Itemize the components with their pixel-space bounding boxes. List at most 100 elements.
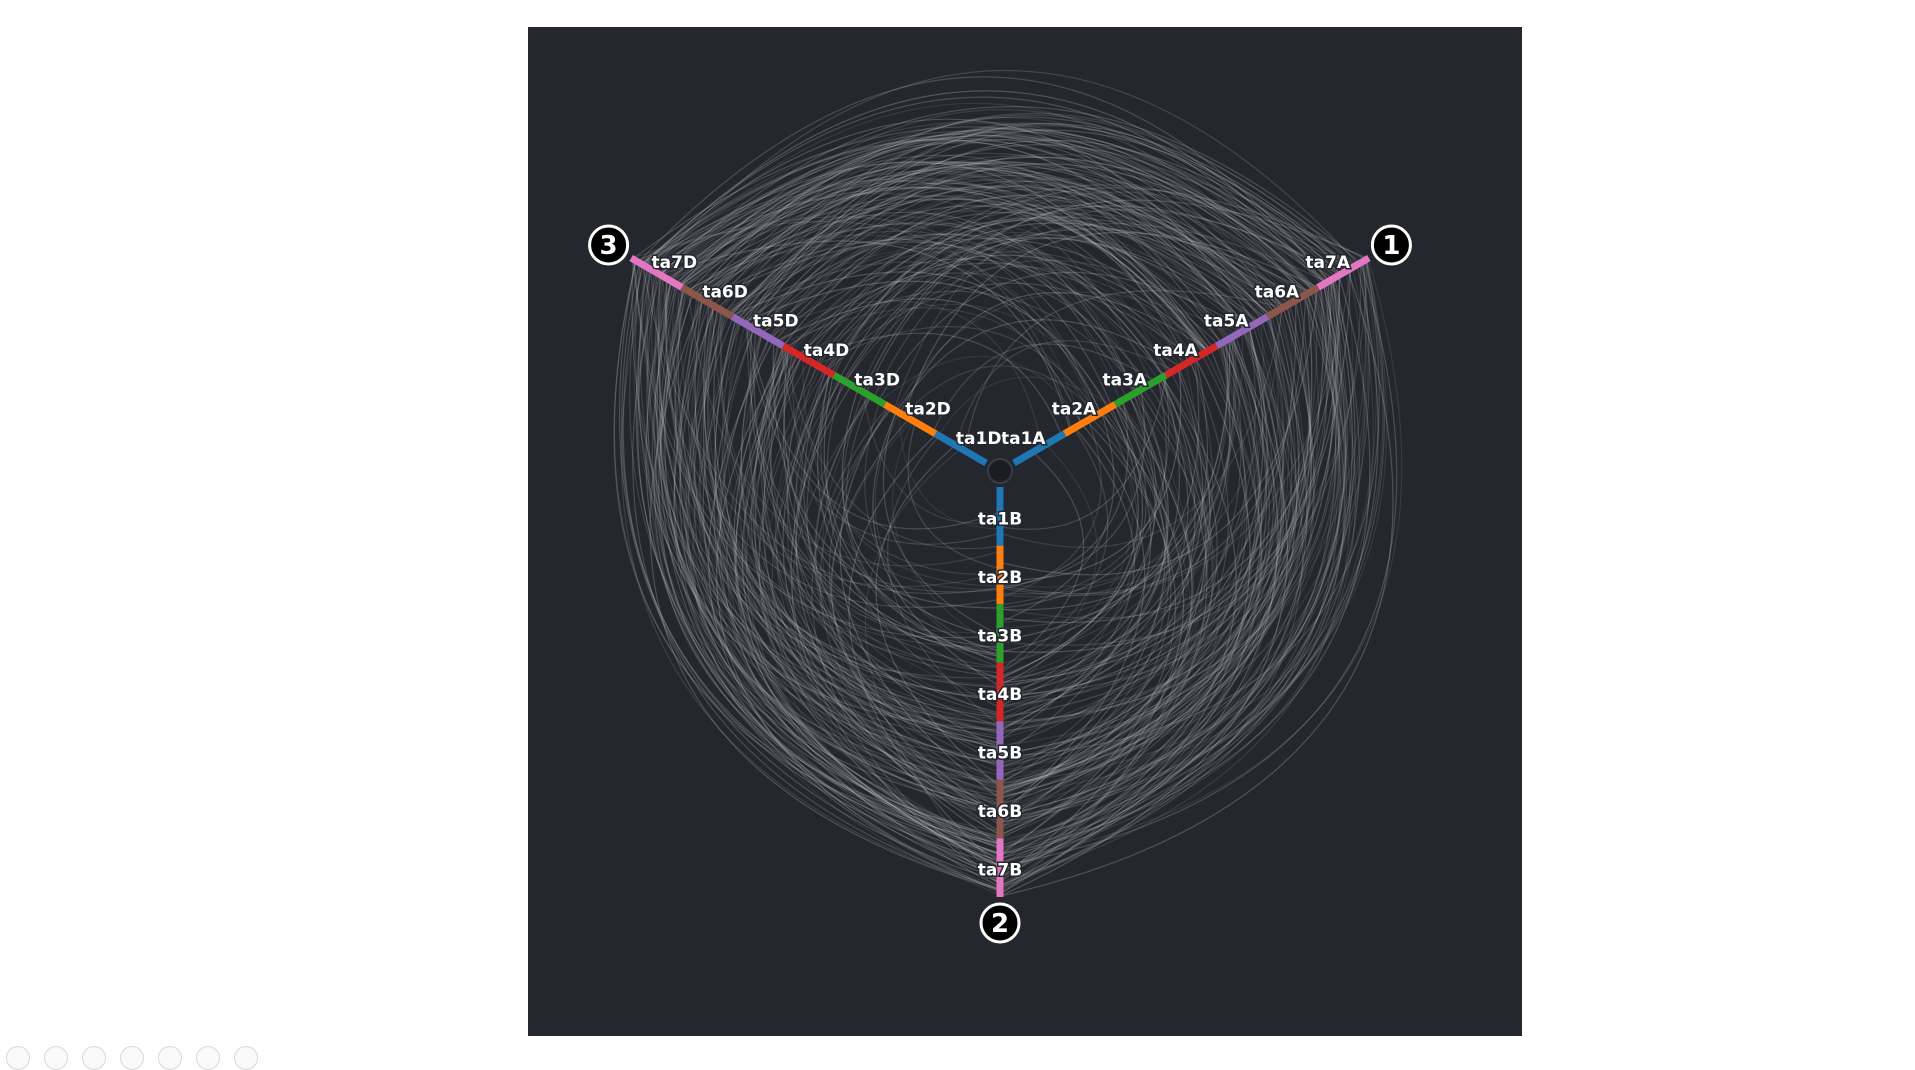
link-curve <box>759 300 1043 448</box>
link-curve <box>999 392 1169 732</box>
link-curve <box>670 128 1339 282</box>
link-curve <box>816 326 1099 415</box>
link-curve <box>999 283 1334 755</box>
link-curve <box>999 259 1388 796</box>
pager-dot[interactable] <box>44 1046 68 1070</box>
link-curve <box>999 427 1135 741</box>
link-curve <box>999 326 1268 768</box>
link-curve <box>999 285 1324 718</box>
link-curve <box>907 421 1001 570</box>
link-curve <box>693 116 1346 295</box>
pager-dots[interactable] <box>6 1046 258 1070</box>
pager-dot[interactable] <box>196 1046 220 1070</box>
link-curve <box>999 307 1284 548</box>
axis-segment-ta7D <box>629 254 684 291</box>
link-curve <box>999 402 1193 896</box>
link-curve <box>999 284 1346 817</box>
link-curve <box>790 384 1001 885</box>
link-curve <box>629 264 1001 797</box>
pager-dot[interactable] <box>120 1046 144 1070</box>
link-curve <box>999 330 1275 836</box>
link-curve <box>859 191 1357 391</box>
link-curve <box>758 180 1279 332</box>
link-curve <box>999 335 1237 629</box>
axis-segment-ta4D <box>781 342 836 379</box>
segment-label-ta3D: ta3D <box>854 370 900 390</box>
link-curve <box>752 346 1001 822</box>
link-curve <box>999 330 1304 889</box>
link-curve <box>726 210 1231 339</box>
axis-segment-ta1A <box>1012 430 1067 467</box>
link-curve <box>999 379 1167 609</box>
link-curve <box>999 275 1340 653</box>
link-curve <box>787 370 1001 833</box>
link-curve <box>999 312 1300 805</box>
link-curve <box>999 315 1293 790</box>
link-curve <box>839 406 1001 800</box>
link-curve <box>754 354 1001 862</box>
link-curve <box>679 161 1249 329</box>
pager-dot[interactable] <box>82 1046 106 1070</box>
link-curve <box>745 129 1351 325</box>
link-curve <box>999 363 1199 682</box>
link-curve <box>791 396 1001 874</box>
link-curve <box>999 340 1229 595</box>
link-curve <box>873 222 1328 399</box>
link-curve <box>999 339 1260 819</box>
link-curve <box>703 303 1001 702</box>
link-curve <box>633 263 1001 730</box>
link-curve <box>802 303 1111 408</box>
link-curve <box>798 207 1296 356</box>
link-curve <box>999 391 1168 721</box>
link-curve <box>659 133 1276 313</box>
link-curve <box>999 345 1247 818</box>
pager-dot[interactable] <box>234 1046 258 1070</box>
link-curve <box>999 419 1102 599</box>
link-curve <box>803 370 1001 750</box>
link-curve <box>665 278 1001 740</box>
link-curve <box>749 222 1191 362</box>
link-curve <box>684 311 1001 889</box>
link-curve <box>651 283 1001 856</box>
link-curve <box>665 278 1001 699</box>
link-curve <box>664 288 1001 811</box>
segment-label-ta3A: ta3A <box>1103 370 1148 390</box>
link-curve <box>685 314 1001 859</box>
segment-label-ta7D: ta7D <box>652 253 698 273</box>
link-curve <box>645 268 1001 737</box>
link-curve <box>728 174 1282 315</box>
link-curve <box>862 205 1341 393</box>
link-curve <box>659 170 1210 351</box>
link-curve <box>731 271 1101 414</box>
link-curve <box>679 305 1001 846</box>
link-curve <box>999 411 1134 672</box>
link-curve <box>737 144 1337 321</box>
link-curve <box>999 361 1229 796</box>
link-curve <box>675 139 1268 318</box>
link-curve <box>747 325 1001 530</box>
link-curve <box>667 172 1204 355</box>
pager-dot[interactable] <box>158 1046 182 1070</box>
link-curve <box>999 404 1166 816</box>
link-curve <box>768 342 1001 668</box>
link-curve <box>999 396 1190 792</box>
link-curve <box>701 167 1274 314</box>
link-curve <box>714 318 1001 744</box>
link-curve <box>633 259 1001 639</box>
link-curve <box>932 343 1156 433</box>
link-curve <box>656 280 1001 811</box>
link-curve <box>740 332 1001 733</box>
link-curve <box>739 205 1208 353</box>
link-curve <box>754 346 1001 744</box>
link-curve <box>999 268 1351 698</box>
link-curve <box>999 451 1085 672</box>
link-curve <box>774 203 1247 342</box>
link-curve <box>999 360 1214 699</box>
link-curve <box>716 348 1001 892</box>
pager-dot[interactable] <box>6 1046 30 1070</box>
link-curve <box>842 237 1251 381</box>
link-curve <box>999 334 1268 836</box>
link-curve <box>681 195 1185 366</box>
link-curve <box>703 138 1342 301</box>
link-curve <box>999 337 1288 897</box>
